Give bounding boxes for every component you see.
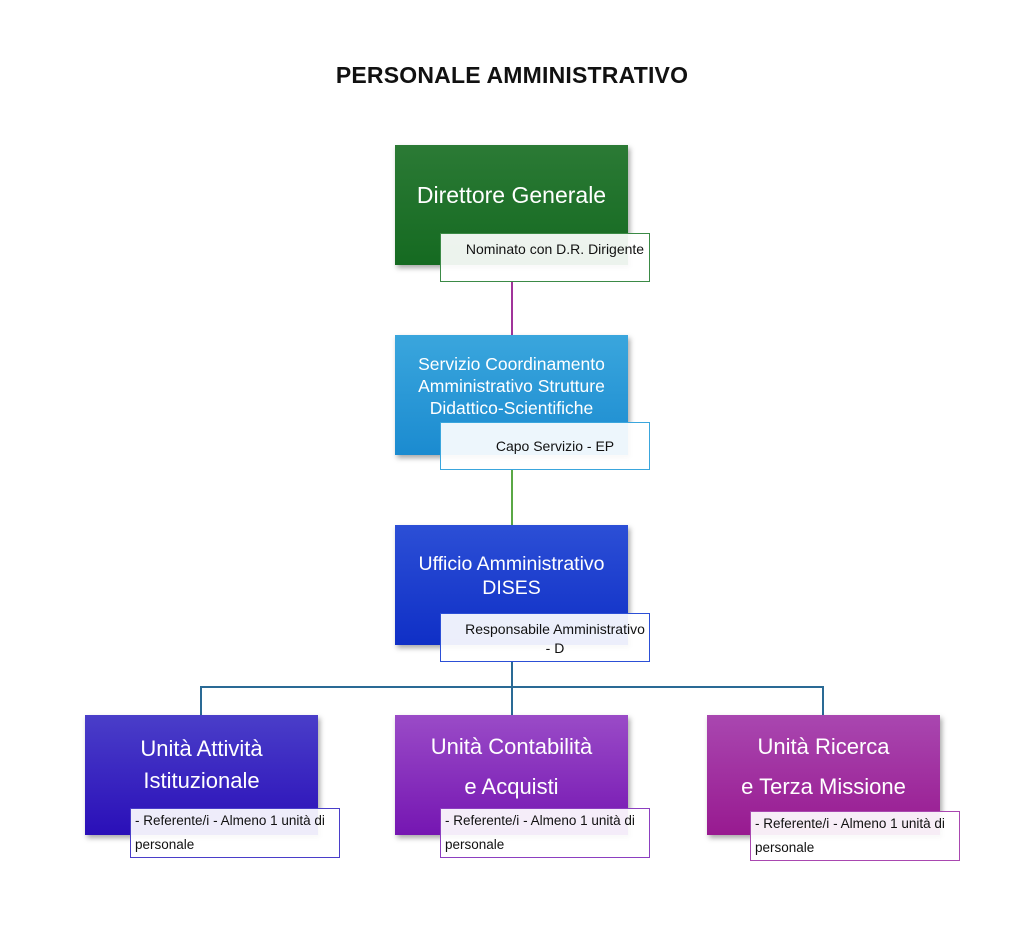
node-title-line: DISES xyxy=(482,577,541,599)
connector-ufficio-trunk xyxy=(511,662,513,715)
subtitle-line: Nominato con D.R. xyxy=(465,241,585,257)
subtitle-line: - Referente/i xyxy=(755,816,830,831)
node-title-line: Servizio Coordinamento xyxy=(418,354,605,374)
node-title-line: Amministrativo Strutture xyxy=(418,376,605,396)
connector-servizio-ufficio xyxy=(511,470,513,525)
subtitle-line: Dirigente xyxy=(588,241,645,257)
node-title-line: Unità Attività xyxy=(140,736,263,761)
subtitle-line: - Almeno 1 unità di personale xyxy=(135,813,325,852)
subtitle-line: Amministrativo - D xyxy=(545,621,645,656)
node-title-line: e Terza Missione xyxy=(741,774,906,799)
subtitle-line: - Referente/i xyxy=(135,813,210,828)
node-servizio-subtitle: Capo Servizio - EP xyxy=(440,422,650,470)
connector-to-istituzionale xyxy=(200,686,202,715)
node-title-line: Istituzionale xyxy=(143,768,260,793)
node-ufficio-subtitle: Responsabile Amministrativo - D xyxy=(440,613,650,662)
connector-to-ricerca xyxy=(822,686,824,715)
node-ricerca-subtitle: - Referente/i - Almeno 1 unità di person… xyxy=(750,811,960,861)
subtitle-line: - Almeno 1 unità di personale xyxy=(755,816,945,855)
node-contabilita-subtitle: - Referente/i - Almeno 1 unità di person… xyxy=(440,808,650,858)
node-title-line: Ufficio Amministrativo xyxy=(418,553,605,575)
node-title-line: Unità Contabilità xyxy=(430,734,593,759)
node-istituzionale-subtitle: - Referente/i - Almeno 1 unità di person… xyxy=(130,808,340,858)
node-title-line: Didattico-Scientifiche xyxy=(429,398,594,418)
node-title-line: e Acquisti xyxy=(464,774,559,799)
node-title-line: Direttore Generale xyxy=(416,182,607,208)
subtitle-line: Responsabile xyxy=(465,621,550,637)
subtitle-line: - Almeno 1 unità di personale xyxy=(445,813,635,852)
subtitle-line: Capo Servizio - EP xyxy=(495,438,615,454)
connector-horizontal-bar xyxy=(200,686,824,688)
subtitle-line: - Referente/i xyxy=(445,813,520,828)
node-direttore-subtitle: Nominato con D.R. Dirigente xyxy=(440,233,650,282)
connector-direttore-servizio xyxy=(511,282,513,335)
chart-title: PERSONALE AMMINISTRATIVO xyxy=(335,62,689,88)
node-title-line: Unità Ricerca xyxy=(757,734,890,759)
